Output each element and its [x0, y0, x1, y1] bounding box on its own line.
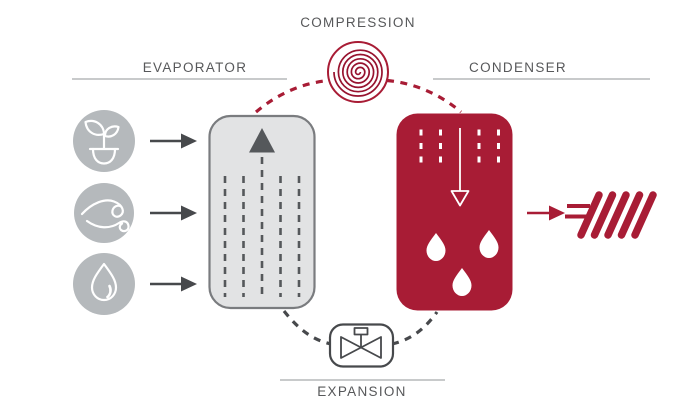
plant-icon: [84, 119, 120, 165]
source-arrow-air: [150, 205, 197, 221]
hot-line-left: [254, 78, 330, 114]
radiator-icon: [565, 191, 657, 239]
condenser-label: CONDENSER: [469, 60, 567, 75]
heat-source-water: [73, 253, 197, 315]
condenser-body: [396, 113, 513, 311]
evaporator-box: [208, 114, 316, 310]
water-drop-icon-circle: [73, 253, 135, 315]
evaporator-vapor-dashes: [223, 157, 301, 297]
condenser-down-arrow-icon: [450, 128, 470, 207]
expansion-label: EXPANSION: [317, 384, 407, 399]
valve-actuator: [353, 327, 369, 336]
evaporator-up-arrow-icon: [249, 128, 275, 153]
condenser-box: [396, 113, 513, 311]
heat-source-ground: [73, 110, 197, 172]
evaporator-label: EVAPORATOR: [142, 60, 248, 75]
heat-output-arrow: [527, 205, 565, 221]
valve-bowtie: [340, 336, 382, 359]
heat-output: [527, 191, 657, 239]
compressor-spiral-icon: [327, 41, 389, 103]
hot-line-right: [386, 78, 463, 114]
heat-source-air: [74, 183, 197, 243]
compression-label: COMPRESSION: [300, 15, 416, 30]
spiral-coil: [333, 49, 383, 97]
wind-icon: [80, 199, 130, 233]
cold-line-right: [391, 311, 439, 346]
source-arrow-ground: [150, 133, 197, 149]
cold-line-left: [282, 310, 332, 346]
spiral-outer-ring: [327, 41, 389, 103]
source-arrow-water: [150, 276, 197, 292]
expansion-valve-icon: [328, 323, 395, 368]
condenser-vapor-dashes: [419, 129, 500, 168]
water-drop-icon: [90, 262, 118, 302]
condensation-droplets-icon: [426, 230, 499, 296]
